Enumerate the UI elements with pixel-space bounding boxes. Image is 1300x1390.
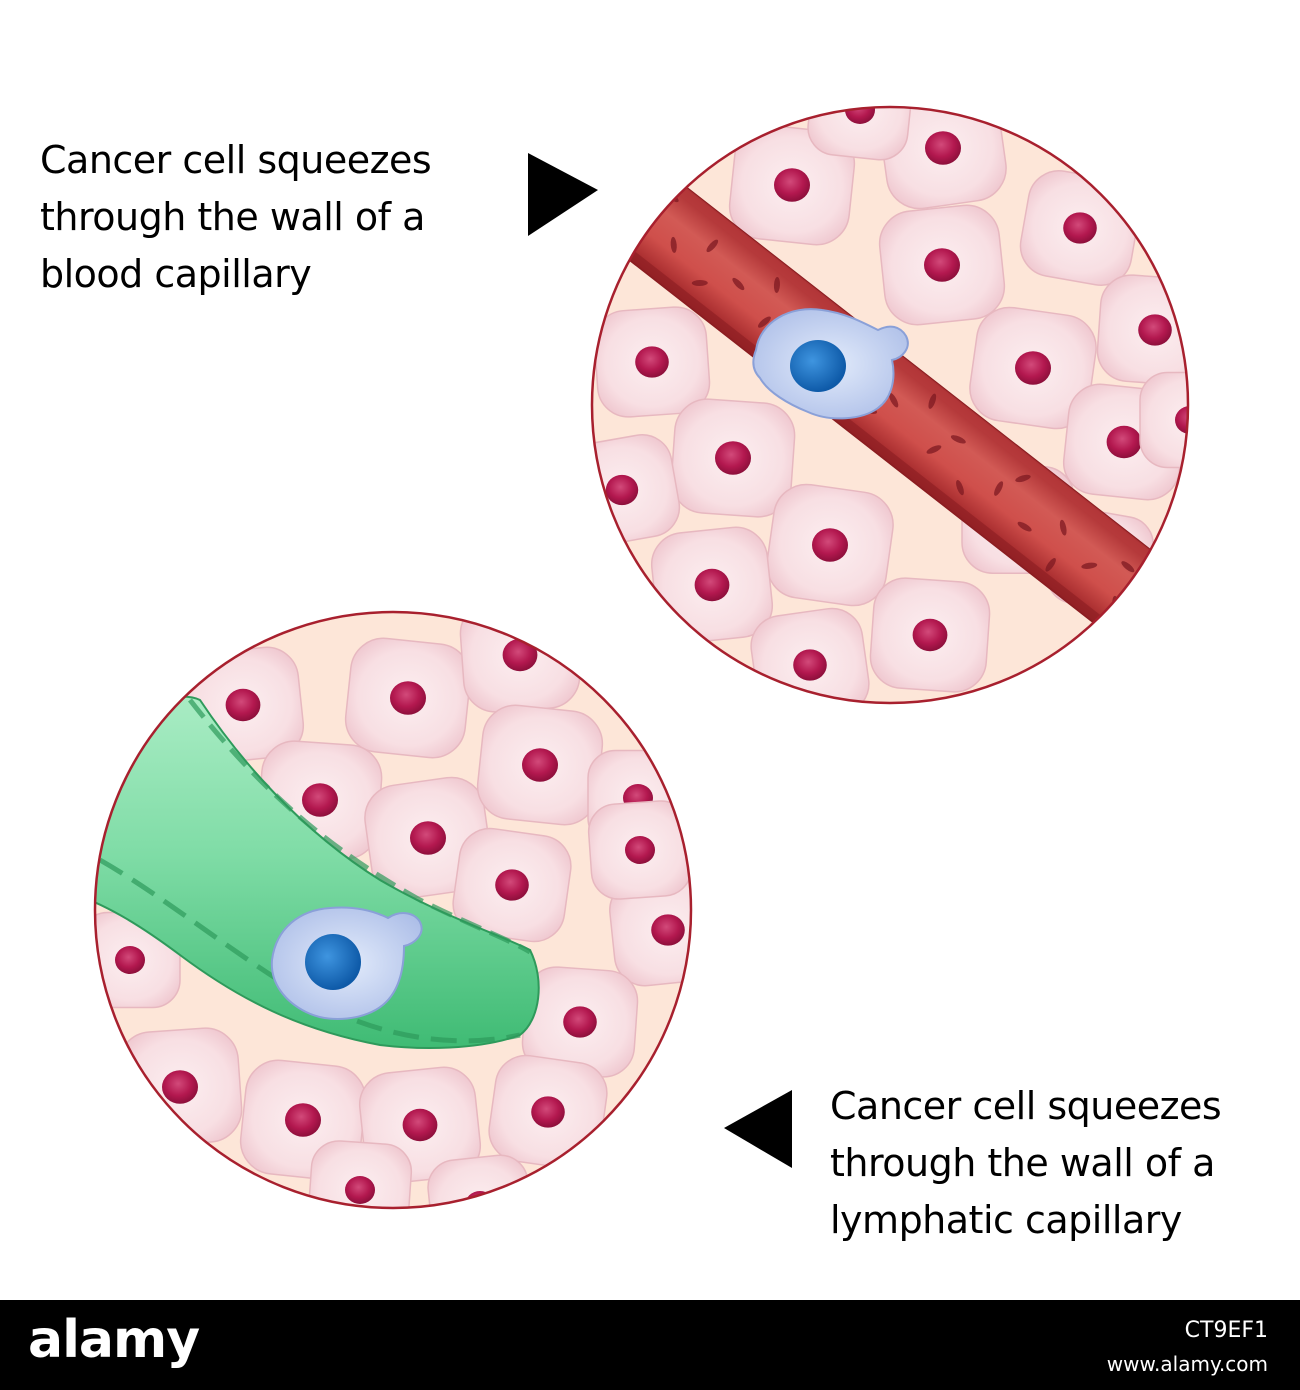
red-blood-cell [926,445,942,454]
red-blood-cell [956,480,964,496]
red-blood-cell [1045,558,1056,572]
tissue-cell [750,607,870,703]
cell-nucleus [225,688,261,722]
tissue-cell [1096,274,1188,386]
red-blood-cell [670,236,677,253]
tissue-cell [869,577,991,693]
cell-nucleus [925,131,961,165]
cell-nucleus [635,346,669,378]
tissue-cell [117,1027,243,1147]
cell-nucleus [1138,314,1172,346]
cell-nucleus [625,836,655,864]
caption-line: Cancer cell squeezes [40,138,432,182]
red-blood-cell [889,393,899,408]
alamy-logo: alamy [28,1310,200,1370]
tissue-cell [969,306,1097,430]
watermark-footer: alamy CT9EF1 www.alamy.com [0,1300,1300,1390]
red-blood-cell [950,435,966,444]
red-blood-cell [994,481,1004,496]
cell-nucleus [793,649,827,681]
cancer-cell-blood [752,308,909,420]
cell-nucleus [162,1070,198,1104]
lymphatic-vessel [95,695,540,1049]
cell-nucleus [522,748,558,782]
diagram-canvas [93,105,1190,1210]
cell-nucleus [1175,406,1188,434]
cell-nucleus [1106,425,1142,459]
red-blood-cell [732,277,745,291]
cell-nucleus [495,869,529,901]
tissue-cell [488,1054,608,1170]
tissue-cell [609,873,691,987]
cell-nucleus [502,638,538,672]
cell-nucleus [1063,212,1097,244]
tissue-cell [307,1140,413,1208]
tissue-cell [1139,371,1188,469]
cell-nucleus [285,1103,321,1137]
red-blood-cell [1017,521,1032,532]
cell-nucleus [912,618,948,652]
caption-line: blood capillary [40,252,312,296]
red-blood-cell [757,316,771,328]
cell-nucleus [302,783,338,817]
caption-line: through the wall of a [40,195,425,239]
cell-nucleus [651,914,685,946]
red-blood-cell [706,239,719,253]
red-blood-cell [691,280,708,287]
cell-nucleus [115,946,145,974]
cell-nucleus [1015,351,1051,385]
cell-nucleus [410,821,446,855]
tissue-cell [670,398,796,518]
lymphatic-capillary-caption: Cancer cell squeezes through the wall of… [830,1078,1222,1249]
cancer-cell-lymphatic [270,906,423,1020]
tissue-cell [766,483,894,607]
lymphatic-capillary-illustration [93,610,693,1210]
cell-nucleus [531,1096,565,1128]
red-blood-cell [1148,598,1160,612]
cell-nucleus [812,528,848,562]
tissue-cell [650,526,774,644]
blood-vessel [592,110,1188,700]
image-id: CT9EF1 [1184,1318,1268,1343]
red-blood-cell [1059,519,1067,536]
tissue-cell [593,306,711,418]
cell-nucleus [563,1006,597,1038]
left-arrow-icon [724,1090,792,1168]
blood-capillary-illustration [590,105,1190,705]
footer-url: www.alamy.com [1106,1352,1268,1376]
tissue-cell [587,800,691,900]
caption-line: through the wall of a [830,1141,1215,1185]
tissue-cell [476,704,604,826]
right-arrow-icon [528,153,598,236]
tissue-cell [878,204,1006,326]
cell-nucleus [845,107,875,124]
tissue-cell [1019,170,1141,286]
tissue-cell [344,637,472,759]
red-blood-cell [1015,474,1031,483]
cell-nucleus [924,248,960,282]
red-blood-cell [928,393,937,409]
red-blood-cell [1121,561,1135,573]
tissue-cell [592,434,681,546]
cell-nucleus [774,168,810,202]
tissue-cell [807,107,913,161]
caption-line: Cancer cell squeezes [830,1084,1222,1128]
cell-nucleus [715,441,751,475]
cell-nucleus [694,568,730,602]
red-blood-cell [1081,562,1098,569]
cell-nucleus [345,1176,375,1204]
caption-line: lymphatic capillary [830,1198,1182,1242]
tissue-cell [452,827,572,943]
red-blood-cell [773,276,780,293]
blood-capillary-caption: Cancer cell squeezes through the wall of… [40,132,432,303]
cell-nucleus [402,1108,438,1142]
tissue-cells-lymphatic [95,612,691,1208]
tissue-cell [728,124,856,246]
cell-nucleus [390,681,426,715]
tissue-cell [459,612,581,713]
cell-nucleus [605,474,639,506]
